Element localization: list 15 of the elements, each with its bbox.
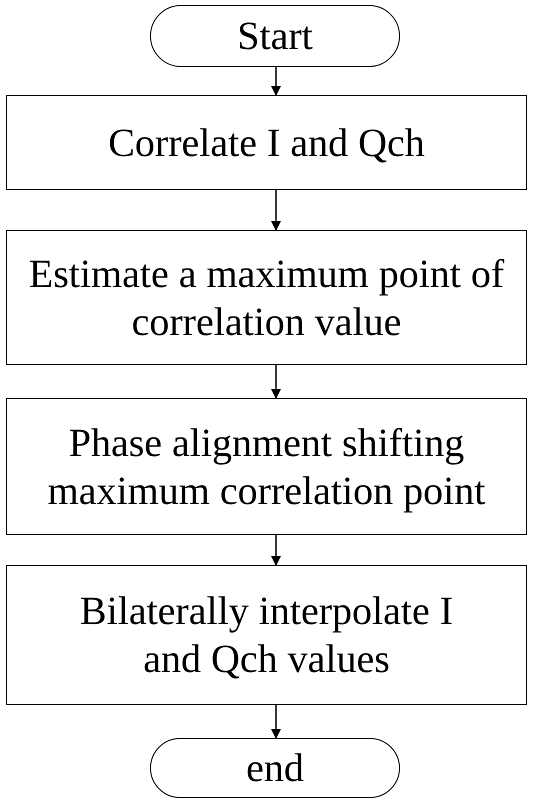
- step-text: end: [246, 744, 304, 792]
- arrow: [271, 190, 281, 231]
- process-box: [6, 95, 527, 190]
- arrow: [271, 365, 281, 399]
- process-box: [6, 230, 527, 365]
- step-text: Phase alignment shifting maximum correlation point: [46, 418, 486, 514]
- step-text: Estimate a maximum point of correlation value: [28, 250, 506, 346]
- arrow: [271, 535, 281, 566]
- process-box: [6, 398, 527, 535]
- arrow: [271, 67, 281, 96]
- step-text: Correlate I and Qch: [108, 118, 425, 166]
- arrow: [271, 705, 281, 739]
- step-text: Bilaterally interpolate I and Qch values: [78, 587, 454, 683]
- step-text: Start: [237, 12, 313, 60]
- process-box: [6, 565, 527, 705]
